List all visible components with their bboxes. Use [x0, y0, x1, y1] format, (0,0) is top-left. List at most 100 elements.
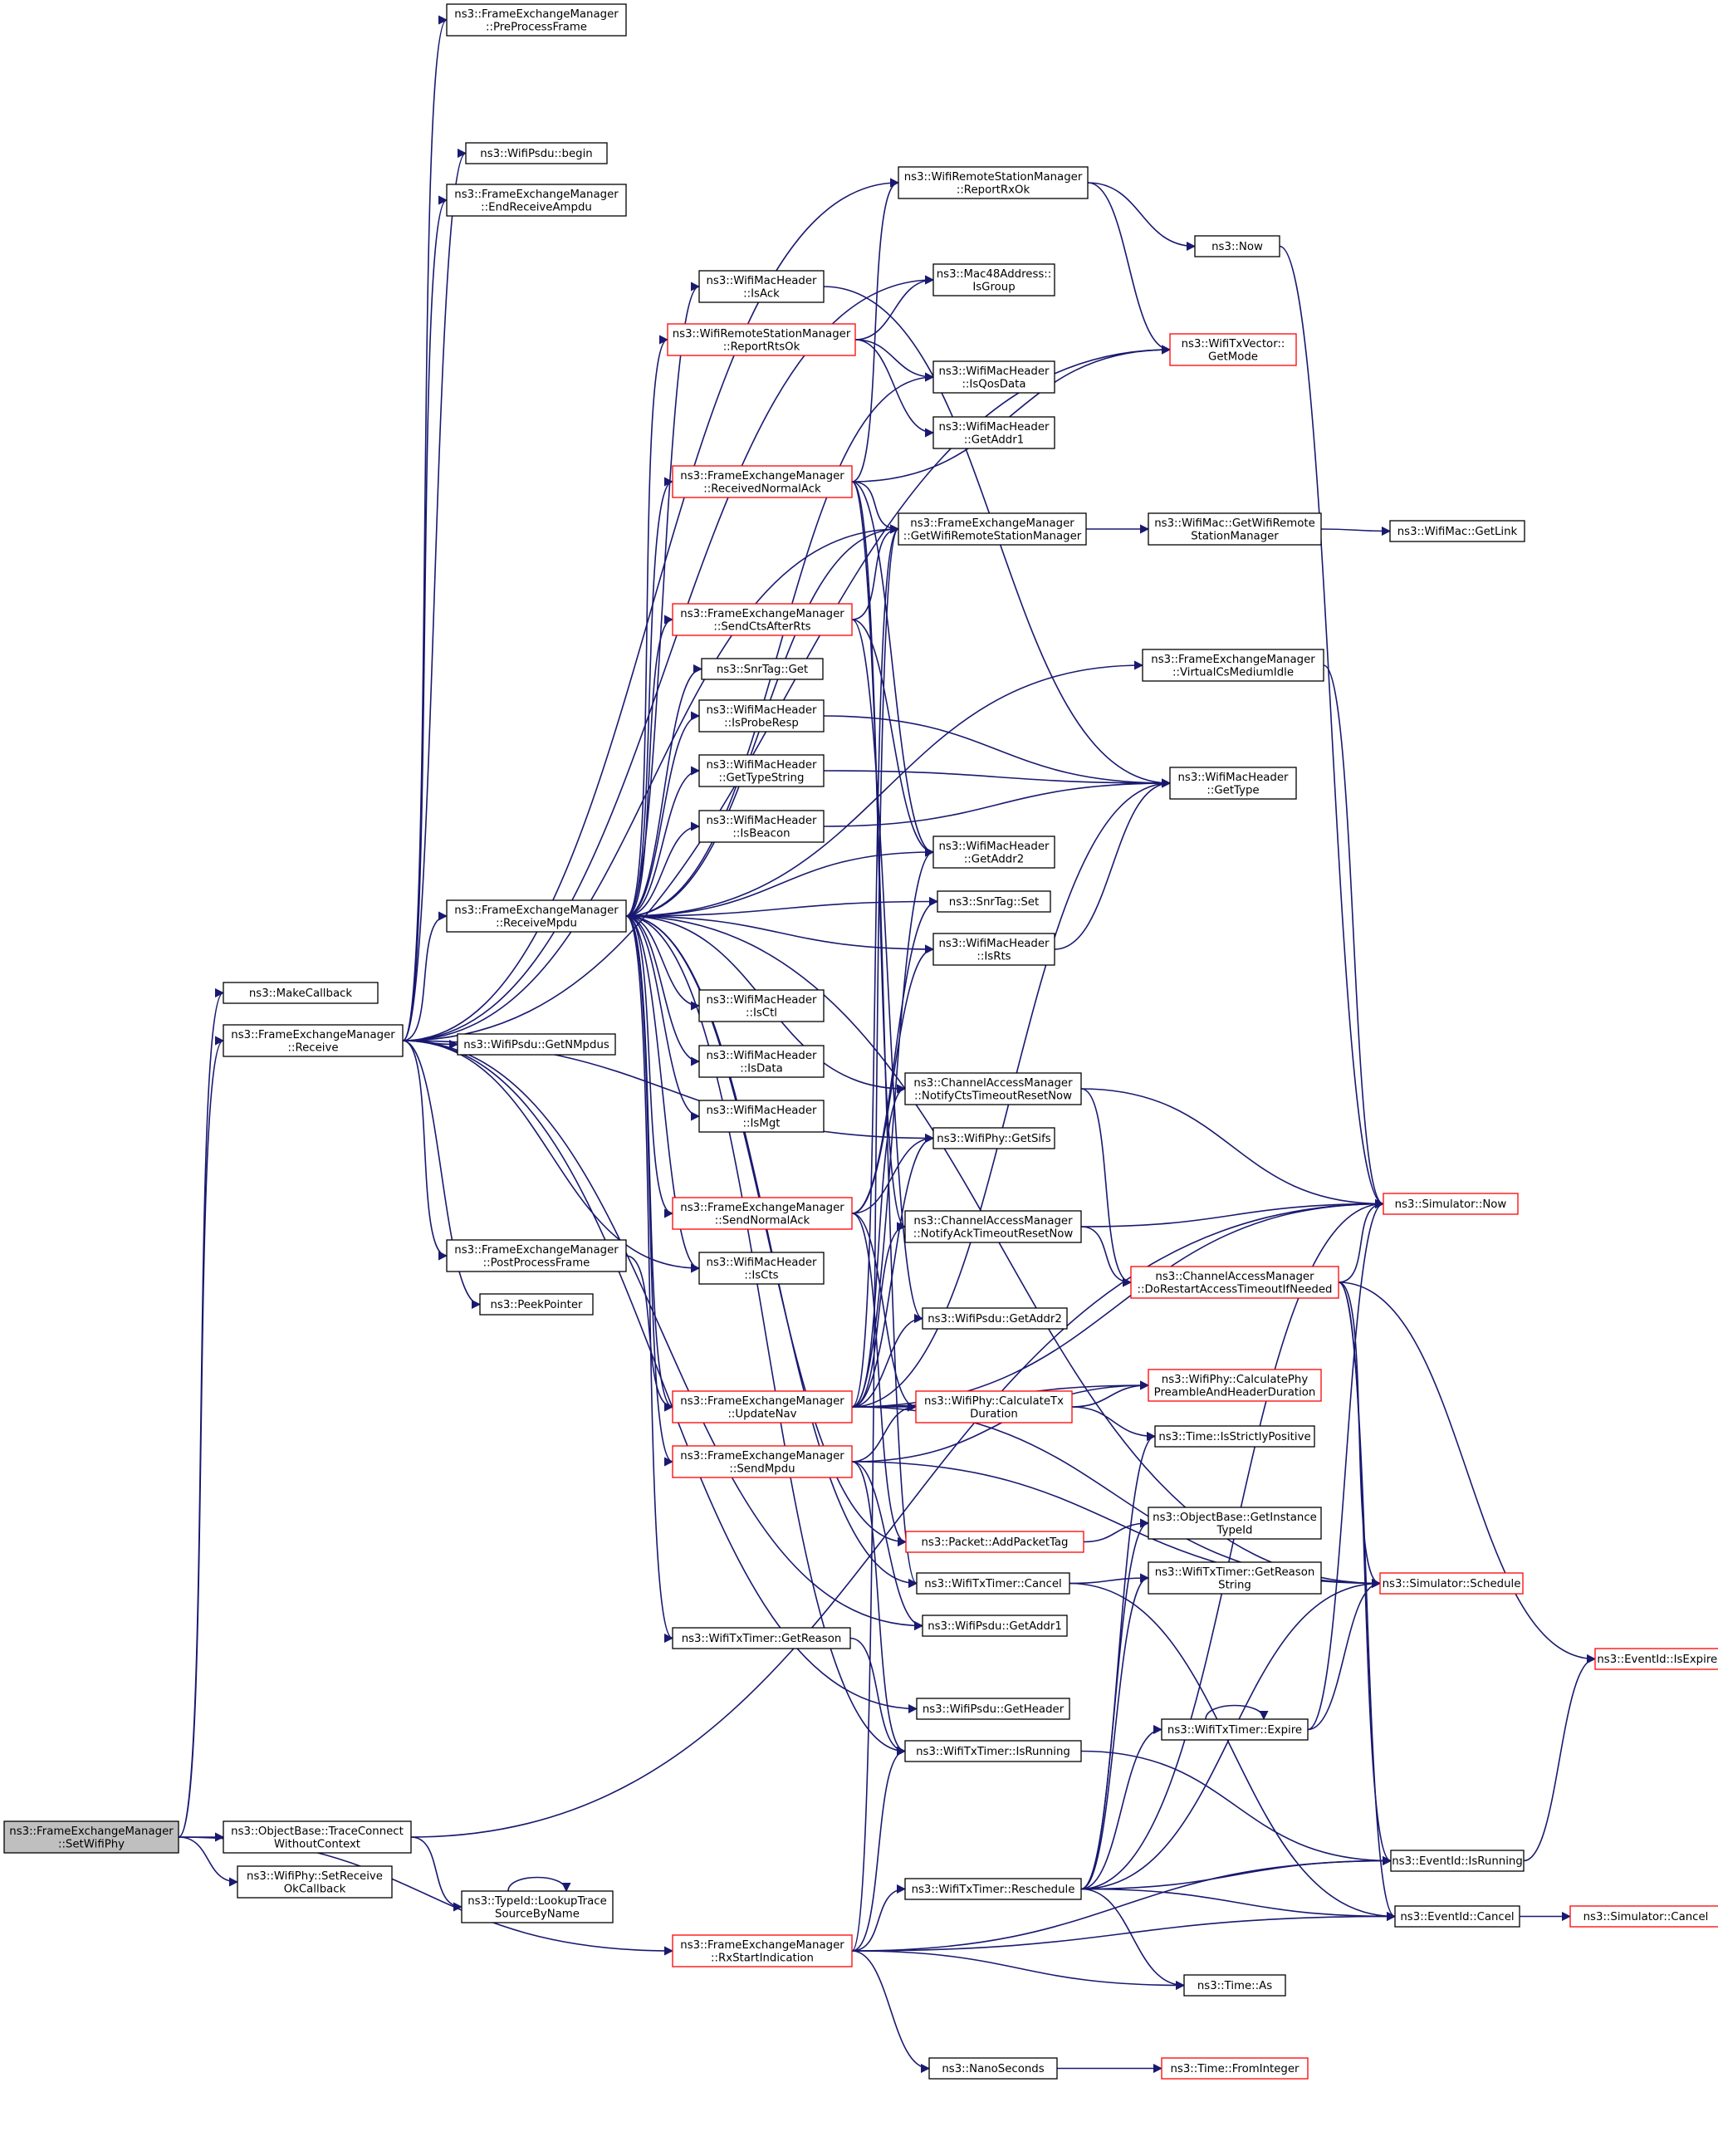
node-isstrictlypositive[interactable]: ns3::Time::IsStrictlyPositive [1154, 1425, 1315, 1448]
node-label: ns3::EventId::IsRunning [1392, 1855, 1523, 1868]
node-label: ::ReceiveMpdu [496, 917, 577, 929]
node-reschedule[interactable]: ns3::WifiTxTimer::Reschedule [904, 1878, 1082, 1900]
edge-calctxduration-to-calcpreamble [1071, 1380, 1150, 1408]
node-now[interactable]: ns3::Now [1194, 235, 1280, 257]
node-rxstartindication[interactable]: ns3::FrameExchangeManager::RxStartIndica… [672, 1934, 853, 1967]
edge-receivempdu-to-isbeacon [625, 821, 701, 917]
node-isack[interactable]: ns3::WifiMacHeader::IsAck [698, 270, 825, 303]
node-receivempdu[interactable]: ns3::FrameExchangeManager::ReceiveMpdu [446, 899, 627, 933]
node-calcpreamble[interactable]: ns3::WifiPhy::CalculatePhyPreambleAndHea… [1148, 1369, 1322, 1402]
node-reportrxok[interactable]: ns3::WifiRemoteStationManager::ReportRxO… [898, 166, 1089, 199]
node-receivednormalack[interactable]: ns3::FrameExchangeManager::ReceivedNorma… [672, 465, 853, 498]
node-traceconnect[interactable]: ns3::ObjectBase::TraceConnectWithoutCont… [223, 1820, 412, 1854]
node-notifyack[interactable]: ns3::ChannelAccessManager::NotifyAckTime… [904, 1210, 1082, 1243]
node-endreceiveampdu[interactable]: ns3::FrameExchangeManager::EndReceiveAmp… [446, 184, 627, 217]
node-label: ::ReceivedNormalAck [703, 483, 821, 495]
node-getsifs[interactable]: ns3::WifiPhy::GetSifs [932, 1127, 1055, 1149]
node-getlink[interactable]: ns3::WifiMac::GetLink [1389, 520, 1525, 542]
node-eventisrunning[interactable]: ns3::EventId::IsRunning [1390, 1850, 1525, 1872]
node-isqosdata[interactable]: ns3::WifiMacHeader::IsQosData [932, 360, 1055, 394]
node-box [922, 1615, 1068, 1637]
node-gettype[interactable]: ns3::WifiMacHeader::GetType [1169, 767, 1297, 800]
node-getmode[interactable]: ns3::WifiTxVector::GetMode [1169, 333, 1297, 366]
node-timergetreason[interactable]: ns3::WifiTxTimer::GetReason [672, 1627, 851, 1649]
node-expire[interactable]: ns3::WifiTxTimer::Expire [1161, 1718, 1309, 1741]
node-label: ns3::Time::As [1197, 1980, 1272, 1992]
node-timercancel[interactable]: ns3::WifiTxTimer::Cancel [916, 1572, 1070, 1595]
node-label: ::ReportRxOk [957, 184, 1030, 196]
node-isrts[interactable]: ns3::WifiMacHeader::IsRts [932, 933, 1055, 966]
node-isctl[interactable]: ns3::WifiMacHeader::IsCtl [698, 989, 825, 1022]
edge-rxstartindication-to-timeas [851, 1950, 1186, 1991]
node-box [1194, 235, 1280, 257]
node-snrget[interactable]: ns3::SnrTag::Get [701, 658, 824, 680]
node-preprocessframe[interactable]: ns3::FrameExchangeManager::PreProcessFra… [446, 3, 627, 37]
node-getnmpdus[interactable]: ns3::WifiPsdu::GetNMpdus [457, 1033, 616, 1056]
node-peekpointer[interactable]: ns3::PeekPointer [479, 1293, 594, 1316]
node-sendmpdu[interactable]: ns3::FrameExchangeManager::SendMpdu [672, 1445, 853, 1478]
node-psdugetaddr1[interactable]: ns3::WifiPsdu::GetAddr1 [922, 1615, 1068, 1637]
edge-timercancel-to-eventcancel [1069, 1582, 1397, 1922]
node-simschedule[interactable]: ns3::Simulator::Schedule [1379, 1572, 1524, 1595]
node-getwifirsm2[interactable]: ns3::WifiMac::GetWifiRemoteStationManage… [1148, 512, 1322, 546]
edge-reschedule-to-isstrictlypositive [1080, 1432, 1157, 1890]
edge-reportrxok-to-getmode [1087, 182, 1172, 355]
node-label: ns3::EventId::Cancel [1400, 1911, 1514, 1923]
node-simnow[interactable]: ns3::Simulator::Now [1383, 1193, 1519, 1215]
node-reportrtsok[interactable]: ns3::WifiRemoteStationManager::ReportRts… [667, 323, 856, 356]
node-eventcancel[interactable]: ns3::EventId::Cancel [1394, 1905, 1520, 1928]
node-snrset[interactable]: ns3::SnrTag::Set [937, 890, 1051, 913]
node-psdubegin[interactable]: ns3::WifiPsdu::begin [465, 142, 608, 164]
edge-reschedule-to-eventisrunning [1080, 1855, 1393, 1890]
edge-sendnormalack-to-isrts [851, 944, 935, 1214]
node-label: ::IsAck [743, 287, 780, 300]
node-simcancel[interactable]: ns3::Simulator::Cancel [1569, 1905, 1718, 1928]
node-isbeacon[interactable]: ns3::WifiMacHeader::IsBeacon [698, 810, 825, 843]
node-getwifirsm[interactable]: ns3::FrameExchangeManager::GetWifiRemote… [898, 512, 1087, 546]
node-psdugetheader[interactable]: ns3::WifiPsdu::GetHeader [916, 1698, 1070, 1720]
node-setwifiphy[interactable]: ns3::FrameExchangeManager::SetWifiPhy [3, 1820, 179, 1854]
edge-setwifiphy-to-setreceiveok [178, 1836, 239, 1887]
node-dorestart[interactable]: ns3::ChannelAccessManager::DoRestartAcce… [1130, 1266, 1339, 1299]
node-iscts[interactable]: ns3::WifiMacHeader::IsCts [698, 1252, 825, 1285]
node-sendnormalack[interactable]: ns3::FrameExchangeManager::SendNormalAck [672, 1197, 853, 1230]
node-psdugetaddr2[interactable]: ns3::WifiPsdu::GetAddr2 [922, 1307, 1068, 1330]
node-gettypestring[interactable]: ns3::WifiMacHeader::GetTypeString [698, 754, 825, 787]
node-label: ::IsBeacon [732, 827, 790, 840]
node-isgroup[interactable]: ns3::Mac48Address::IsGroup [932, 263, 1055, 296]
node-isproberesp[interactable]: ns3::WifiMacHeader::IsProbeResp [698, 699, 825, 733]
node-timerisrunning[interactable]: ns3::WifiTxTimer::IsRunning [904, 1740, 1082, 1762]
edge-updatenav-to-getsifs [851, 1133, 935, 1408]
edge-expire-to-simschedule [1307, 1578, 1382, 1731]
node-timeas[interactable]: ns3::Time::As [1183, 1974, 1286, 1997]
node-isdata[interactable]: ns3::WifiMacHeader::IsData [698, 1045, 825, 1078]
edge-reportrtsok-to-getaddr1 [854, 339, 935, 438]
node-receive[interactable]: ns3::FrameExchangeManager::Receive [223, 1024, 404, 1057]
node-postprocessframe[interactable]: ns3::FrameExchangeManager::PostProcessFr… [446, 1239, 627, 1272]
node-notifycts[interactable]: ns3::ChannelAccessManager::NotifyCtsTime… [904, 1072, 1082, 1105]
node-box [904, 1072, 1082, 1105]
edge-getwifirsm2-to-getlink [1320, 526, 1392, 537]
node-getaddr1[interactable]: ns3::WifiMacHeader::GetAddr1 [932, 416, 1055, 449]
node-updatenav[interactable]: ns3::FrameExchangeManager::UpdateNav [672, 1390, 853, 1423]
node-nanoseconds[interactable]: ns3::NanoSeconds [928, 2057, 1058, 2080]
edge-timercancel-to-getreasonstring [1069, 1573, 1150, 1585]
node-box [1569, 1905, 1718, 1928]
node-getaddr2[interactable]: ns3::WifiMacHeader::GetAddr2 [932, 835, 1055, 869]
node-virtualcs[interactable]: ns3::FrameExchangeManager::VirtualCsMedi… [1142, 649, 1324, 682]
node-ismgt[interactable]: ns3::WifiMacHeader::IsMgt [698, 1100, 825, 1133]
node-eventisexpired[interactable]: ns3::EventId::IsExpired [1594, 1648, 1718, 1670]
node-box [1169, 767, 1297, 800]
node-addpackettag[interactable]: ns3::Packet::AddPacketTag [905, 1531, 1084, 1553]
node-frominteger[interactable]: ns3::Time::FromInteger [1161, 2057, 1309, 2080]
node-label: ns3::ChannelAccessManager [913, 1077, 1073, 1090]
node-sendctsafterrts[interactable]: ns3::FrameExchangeManager::SendCtsAfterR… [672, 603, 853, 636]
node-makecallback[interactable]: ns3::MakeCallback [223, 982, 379, 1004]
edge-notifycts-to-simnow [1080, 1088, 1385, 1209]
node-box [446, 184, 627, 217]
